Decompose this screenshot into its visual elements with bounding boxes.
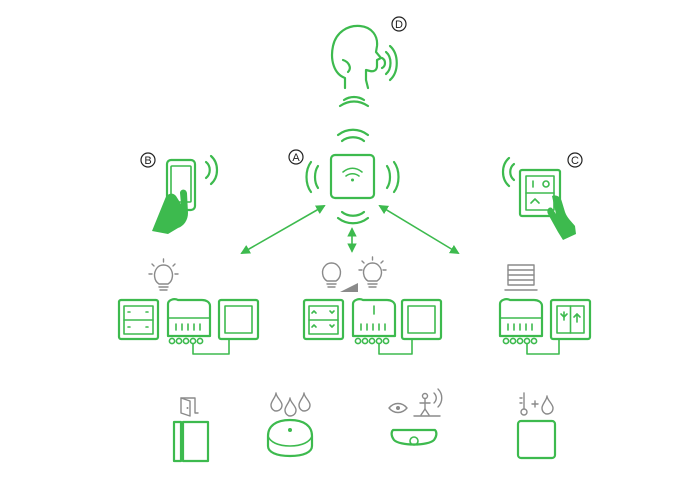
temperature-humidity-sensor-icon bbox=[516, 392, 557, 460]
voice-assistant-icon bbox=[330, 24, 398, 90]
arrow-hub-blind bbox=[378, 205, 460, 254]
label-c: C bbox=[567, 152, 583, 168]
label-a-text: A bbox=[292, 152, 300, 164]
label-a: A bbox=[288, 149, 304, 165]
dimmer-bulb-icon bbox=[321, 256, 387, 292]
door-sensor-icon bbox=[172, 397, 210, 463]
hub-signal-waves bbox=[305, 128, 400, 225]
blind-switch-group bbox=[498, 298, 592, 355]
light-bulb-icon bbox=[148, 258, 179, 291]
lighting-switch-group bbox=[117, 298, 260, 355]
voice-signal-waves bbox=[338, 95, 370, 108]
blind-icon bbox=[504, 264, 538, 291]
hub-icon bbox=[329, 153, 376, 200]
label-d: D bbox=[391, 16, 407, 32]
water-leak-sensor-icon bbox=[266, 392, 314, 458]
dimmer-switch-group bbox=[302, 298, 443, 355]
label-b: B bbox=[140, 152, 156, 168]
wireless-wall-switch-icon bbox=[501, 156, 576, 240]
smartphone-icon bbox=[152, 154, 219, 234]
label-d-text: D bbox=[395, 19, 403, 31]
link-arrows bbox=[240, 205, 460, 254]
arrow-hub-lighting bbox=[240, 205, 326, 254]
label-c-text: C bbox=[571, 155, 579, 167]
motion-sensor-icon bbox=[388, 388, 443, 446]
label-b-text: B bbox=[144, 155, 151, 167]
